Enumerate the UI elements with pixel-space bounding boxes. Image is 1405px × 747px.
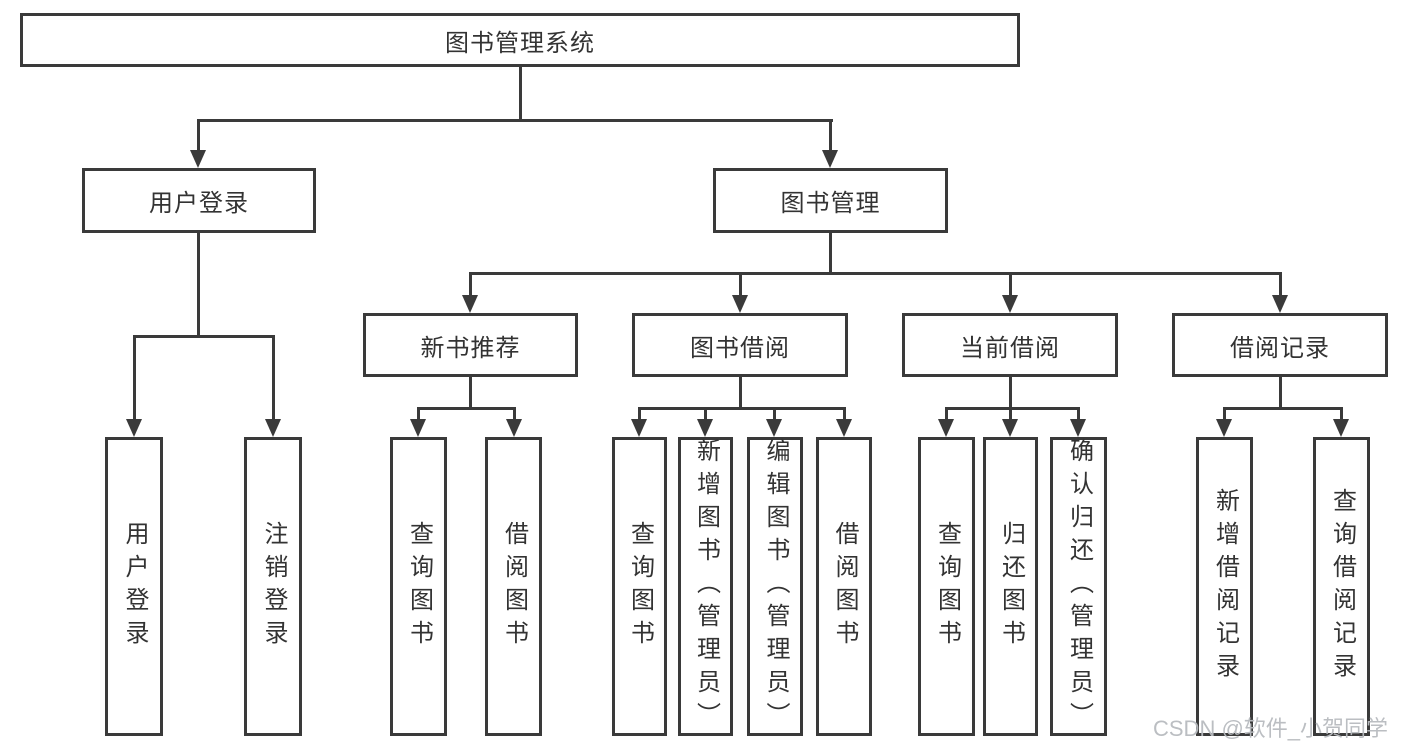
node-user-login-label: 用户登录 <box>149 190 249 217</box>
connector-line <box>773 407 776 420</box>
arrow-down-icon <box>732 295 748 313</box>
node-cb-query-books: 查询图书 <box>918 437 975 736</box>
connector-line <box>133 335 136 420</box>
arrow-down-icon <box>1070 419 1086 437</box>
arrow-down-icon <box>1002 419 1018 437</box>
node-bb-query-books: 查询图书 <box>612 437 667 736</box>
connector-line <box>272 335 275 420</box>
arrow-down-icon <box>697 419 713 437</box>
node-br-query-record: 查询借阅记录 <box>1313 437 1370 736</box>
connector-line <box>638 407 846 410</box>
node-book-management-label: 图书管理 <box>780 190 881 217</box>
connector-line <box>945 407 948 420</box>
node-new-book-recommend-label: 新书推荐 <box>420 334 521 362</box>
connector-line <box>1077 407 1080 420</box>
arrow-down-icon <box>822 150 838 168</box>
node-cb-return-books: 归还图书 <box>983 437 1038 736</box>
connector-line <box>829 119 832 151</box>
arrow-down-icon <box>265 419 281 437</box>
connector-line <box>843 407 846 420</box>
connector-line <box>1009 407 1012 420</box>
connector-line <box>197 233 200 335</box>
node-br-add-record-label: 新增借阅记录 <box>1211 487 1239 686</box>
node-root-label: 图书管理系统 <box>445 29 595 57</box>
arrow-down-icon <box>462 295 478 313</box>
arrow-down-icon <box>938 419 954 437</box>
node-bb-borrow-books-label: 借阅图书 <box>831 520 858 653</box>
arrow-down-icon <box>631 419 647 437</box>
connector-line <box>1009 272 1012 296</box>
connector-line <box>1009 377 1012 407</box>
connector-line <box>197 119 833 122</box>
node-logout-action-label: 注销登录 <box>260 520 287 653</box>
node-user-login-action-label: 用户登录 <box>121 520 148 653</box>
connector-line <box>519 67 522 119</box>
node-cb-confirm-return-admin: 确认归还（管理员） <box>1050 437 1107 736</box>
arrow-down-icon <box>1333 419 1349 437</box>
connector-line <box>739 272 742 296</box>
connector-line <box>417 407 420 420</box>
node-borrow-records: 借阅记录 <box>1172 313 1388 377</box>
node-br-add-record: 新增借阅记录 <box>1196 437 1253 736</box>
connector-line <box>829 233 832 274</box>
node-nb-borrow-books-label: 借阅图书 <box>500 520 528 653</box>
connector-line <box>197 119 200 151</box>
connector-line <box>513 407 516 420</box>
connector-line <box>704 407 707 420</box>
node-current-borrow: 当前借阅 <box>902 313 1118 377</box>
node-bb-add-books-admin-label: 新增图书（管理员） <box>692 438 720 735</box>
node-current-borrow-label: 当前借阅 <box>960 334 1060 362</box>
node-nb-query-books-label: 查询图书 <box>405 520 433 653</box>
connector-line <box>739 377 742 407</box>
connector-line <box>469 272 1282 275</box>
node-br-query-record-label: 查询借阅记录 <box>1328 487 1356 686</box>
connector-line <box>638 407 641 420</box>
connector-line <box>1279 377 1282 407</box>
connector-line <box>133 335 275 338</box>
node-bb-query-books-label: 查询图书 <box>626 520 654 653</box>
node-book-borrow: 图书借阅 <box>632 313 848 377</box>
arrow-down-icon <box>126 419 142 437</box>
node-cb-confirm-return-admin-label: 确认归还（管理员） <box>1065 438 1093 735</box>
node-book-borrow-label: 图书借阅 <box>690 334 790 362</box>
node-cb-query-books-label: 查询图书 <box>933 520 961 653</box>
arrow-down-icon <box>1216 419 1232 437</box>
arrow-down-icon <box>766 419 782 437</box>
connector-line <box>469 272 472 296</box>
connector-line <box>1279 272 1282 296</box>
node-book-management: 图书管理 <box>713 168 948 233</box>
arrow-down-icon <box>836 419 852 437</box>
node-bb-borrow-books: 借阅图书 <box>816 437 872 736</box>
node-bb-edit-books-admin: 编辑图书（管理员） <box>747 437 803 736</box>
node-bb-edit-books-admin-label: 编辑图书（管理员） <box>762 438 789 735</box>
connector-line <box>1340 407 1343 420</box>
arrow-down-icon <box>506 419 522 437</box>
connector-line <box>1223 407 1343 410</box>
node-user-login-action: 用户登录 <box>105 437 163 736</box>
connector-line <box>417 407 516 410</box>
connector-line <box>945 407 1080 410</box>
arrow-down-icon <box>410 419 426 437</box>
arrow-down-icon <box>1002 295 1018 313</box>
node-root: 图书管理系统 <box>20 13 1020 67</box>
connector-line <box>469 377 472 407</box>
node-cb-return-books-label: 归还图书 <box>997 520 1025 653</box>
csdn-watermark: CSDN @软件_小贺同学 <box>1153 716 1389 741</box>
node-nb-borrow-books: 借阅图书 <box>485 437 542 736</box>
node-logout-action: 注销登录 <box>244 437 302 736</box>
connector-line <box>1223 407 1226 420</box>
arrow-down-icon <box>1272 295 1288 313</box>
node-borrow-records-label: 借阅记录 <box>1230 334 1330 362</box>
node-user-login: 用户登录 <box>82 168 316 233</box>
arrow-down-icon <box>190 150 206 168</box>
node-new-book-recommend: 新书推荐 <box>363 313 578 377</box>
node-nb-query-books: 查询图书 <box>390 437 447 736</box>
node-bb-add-books-admin: 新增图书（管理员） <box>678 437 733 736</box>
